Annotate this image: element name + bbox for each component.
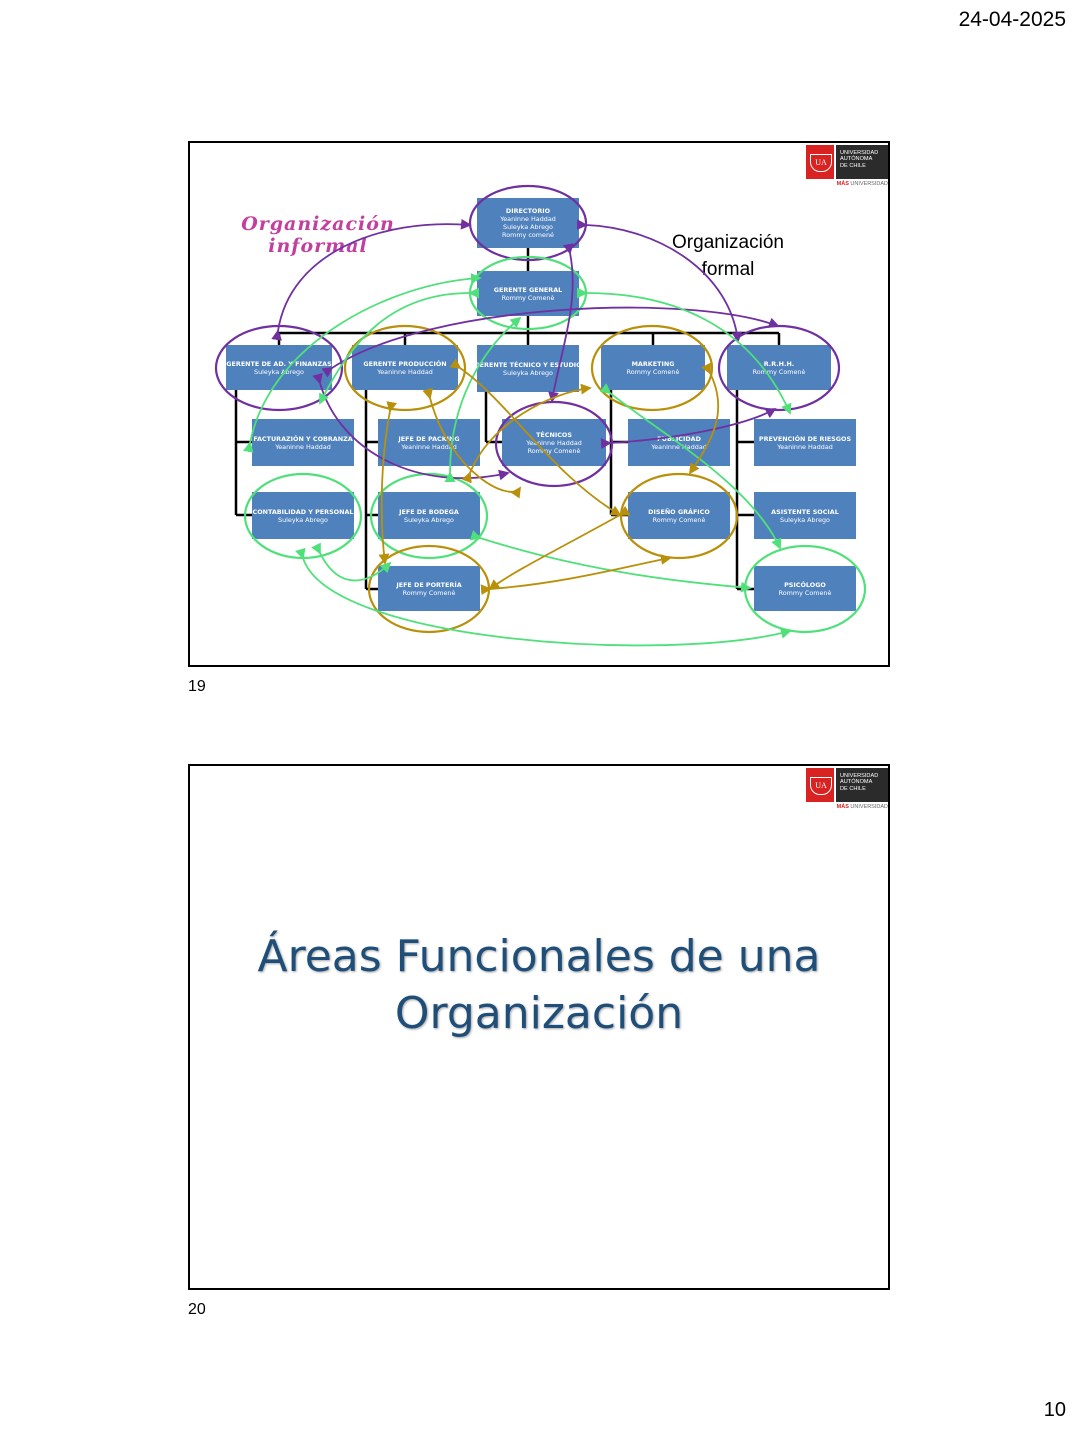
relation-arrow <box>378 401 398 565</box>
relation-arrow <box>488 505 631 591</box>
relation-arrow <box>311 542 392 582</box>
shield-icon: UA <box>806 145 834 179</box>
marketing-ellipse <box>590 324 714 412</box>
relation-arrow <box>480 554 672 596</box>
slide-number-19: 19 <box>188 678 206 695</box>
relation-arrow <box>422 387 522 499</box>
tecnicos-ellipse <box>494 400 614 488</box>
diseno-ellipse <box>619 472 739 560</box>
relation-arrow <box>548 243 574 403</box>
directorio-ellipse <box>468 184 588 262</box>
slide-number-20: 20 <box>188 1301 206 1318</box>
psicologo-ellipse <box>743 544 867 634</box>
relation-arrow <box>469 530 752 593</box>
relation-arrow <box>576 287 792 415</box>
informal-relations-overlay <box>214 184 867 647</box>
relation-arrow <box>319 287 480 405</box>
relation-arrow <box>312 372 510 481</box>
relation-arrow <box>449 358 622 516</box>
print-date: 24-04-2025 <box>958 8 1066 31</box>
relation-arrow <box>271 218 472 341</box>
contabilidad-ellipse <box>243 472 363 560</box>
relation-arrow <box>461 383 592 484</box>
relation-arrow <box>295 547 792 647</box>
relation-arrow <box>599 383 782 550</box>
relation-arrow <box>689 362 720 475</box>
shield-icon: UA <box>806 768 834 802</box>
relation-arrow <box>242 273 482 453</box>
slide-title: Áreas Funcionales de una Organización <box>257 931 821 1039</box>
page-number: 10 <box>1043 1399 1066 1421</box>
relation-arrow <box>600 408 777 449</box>
relation-arrow <box>576 219 743 343</box>
relation-arrow <box>444 316 522 483</box>
